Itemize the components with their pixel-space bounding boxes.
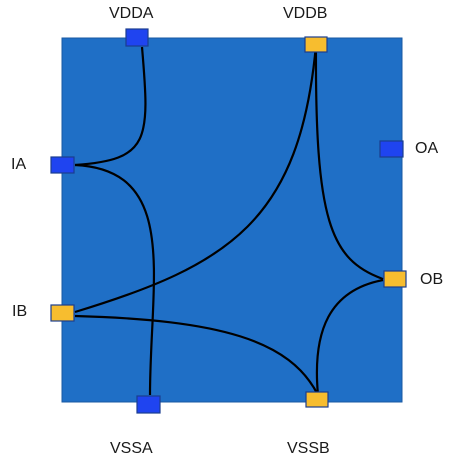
pin-ib [50,304,75,322]
wire-ib-to-vssb [74,314,319,396]
pin-ob [383,270,407,288]
label-oa: OA [415,140,439,157]
label-vssb: VSSB [287,440,330,457]
wire-ia-to-vssa [74,163,156,396]
pin-vddb [304,36,328,53]
label-vssa: VSSA [110,440,153,457]
pin-ia [50,156,75,174]
pin-oa [379,140,404,158]
label-ia: IA [11,156,27,173]
label-ib: IB [12,303,28,320]
label-ob: OB [420,271,444,288]
label-vdda: VDDA [109,5,154,22]
label-vddb: VDDB [283,5,328,22]
wire-ib-to-vddb [74,44,318,314]
wire-ob-to-vssb [315,278,384,396]
wire-ob-to-vddb [314,44,384,281]
pin-vdda [125,28,149,47]
pin-vssa [136,395,161,414]
wire-ia-to-vdda [74,46,147,167]
circuit-block [61,37,403,403]
pin-vssb [305,391,329,408]
